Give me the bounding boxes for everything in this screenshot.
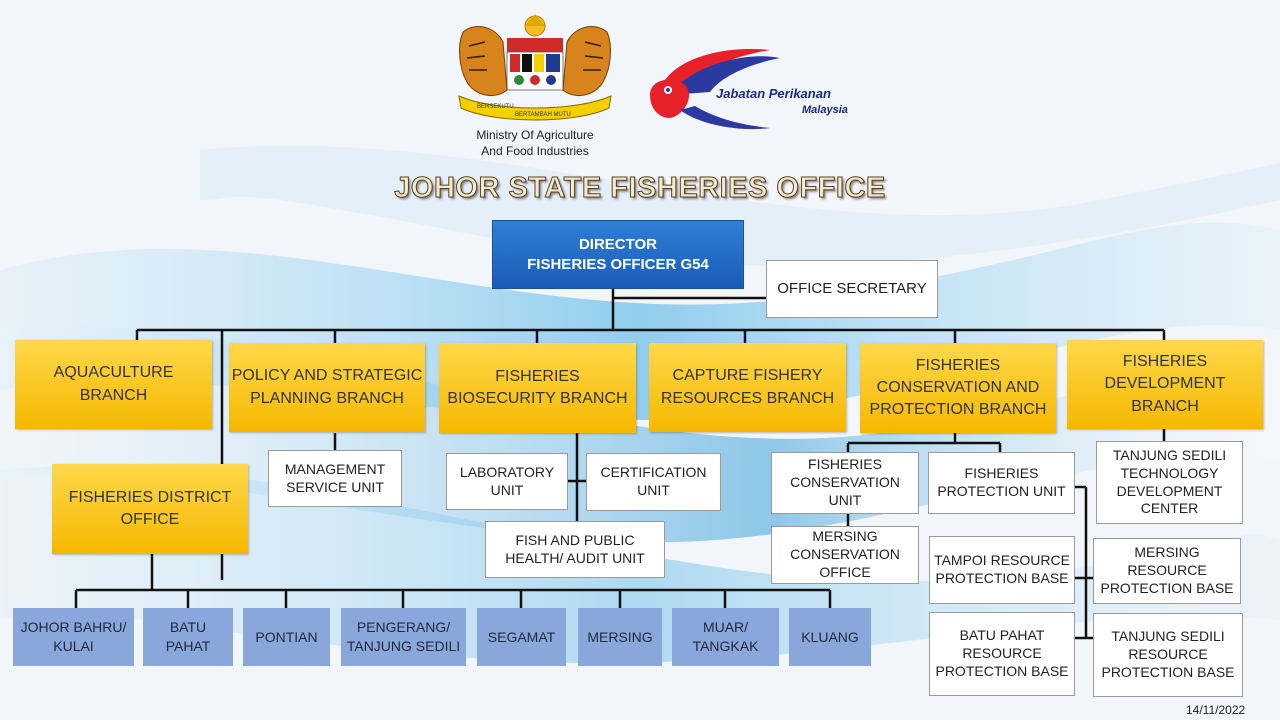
date-label: 14/11/2022 — [1186, 703, 1246, 717]
malaysia-coat-of-arms-icon: BERSEKUTU BERTAMBAH MUTU — [458, 14, 612, 121]
certification-unit: CERTIFICATION UNIT — [586, 453, 721, 511]
conservation-protection-branch: FISHERIES CONSERVATION AND PROTECTION BR… — [860, 343, 1056, 433]
policy-planning-branch: POLICY AND STRATEGIC PLANNING BRANCH — [229, 343, 425, 432]
fisheries-district-office: FISHERIES DISTRICT OFFICE — [52, 464, 248, 554]
district-muar-tangkak: MUAR/ TANGKAK — [672, 608, 779, 666]
district-segamat: SEGAMAT — [477, 608, 566, 666]
laboratory-unit: LABORATORY UNIT — [446, 453, 568, 510]
office-secretary-box: OFFICE SECRETARY — [766, 260, 938, 318]
ministry-name: Ministry Of Agriculture And Food Industr… — [476, 128, 594, 158]
svg-text:BERSEKUTU: BERSEKUTU — [477, 104, 514, 110]
director-box: DIRECTOR FISHERIES OFFICER G54 — [492, 220, 744, 289]
tanjung-sedili-protection-base: TANJUNG SEDILI RESOURCE PROTECTION BASE — [1093, 613, 1243, 697]
mersing-conservation-office: MERSING CONSERVATION OFFICE — [771, 526, 919, 584]
district-batu-pahat: BATU PAHAT — [143, 608, 233, 666]
capture-fishery-branch: CAPTURE FISHERY RESOURCES BRANCH — [649, 343, 846, 432]
agency-logo-country: Malaysia — [802, 104, 848, 116]
district-pengerang-tanjung-sedili: PENGERANG/ TANJUNG SEDILI — [341, 608, 466, 666]
fisheries-conservation-unit: FISHERIES CONSERVATION UNIT — [771, 452, 919, 514]
fish-logo-icon — [650, 49, 780, 130]
fisheries-protection-unit: FISHERIES PROTECTION UNIT — [928, 452, 1075, 514]
district-johor-bahru-kulai: JOHOR BAHRU/ KULAI — [13, 608, 134, 666]
svg-text:BERTAMBAH MUTU: BERTAMBAH MUTU — [515, 112, 571, 118]
development-branch: FISHERIES DEVELOPMENT BRANCH — [1067, 340, 1263, 429]
district-mersing: MERSING — [578, 608, 662, 666]
tanjung-sedili-development-center: TANJUNG SEDILI TECHNOLOGY DEVELOPMENT CE… — [1096, 441, 1243, 524]
agency-logo-name: Jabatan Perikanan — [716, 86, 831, 101]
batu-pahat-protection-base: BATU PAHAT RESOURCE PROTECTION BASE — [929, 612, 1075, 696]
mersing-protection-base: MERSING RESOURCE PROTECTION BASE — [1093, 538, 1241, 604]
aquaculture-branch: AQUACULTURE BRANCH — [15, 340, 212, 429]
tampoi-protection-base: TAMPOI RESOURCE PROTECTION BASE — [929, 536, 1075, 604]
district-kluang: KLUANG — [789, 608, 871, 666]
management-service-unit: MANAGEMENT SERVICE UNIT — [268, 450, 402, 507]
district-pontian: PONTIAN — [243, 608, 330, 666]
fish-public-health-audit-unit: FISH AND PUBLIC HEALTH/ AUDIT UNIT — [485, 521, 665, 578]
page-title: JOHOR STATE FISHERIES OFFICE — [394, 172, 886, 205]
biosecurity-branch: FISHERIES BIOSECURITY BRANCH — [439, 343, 636, 433]
